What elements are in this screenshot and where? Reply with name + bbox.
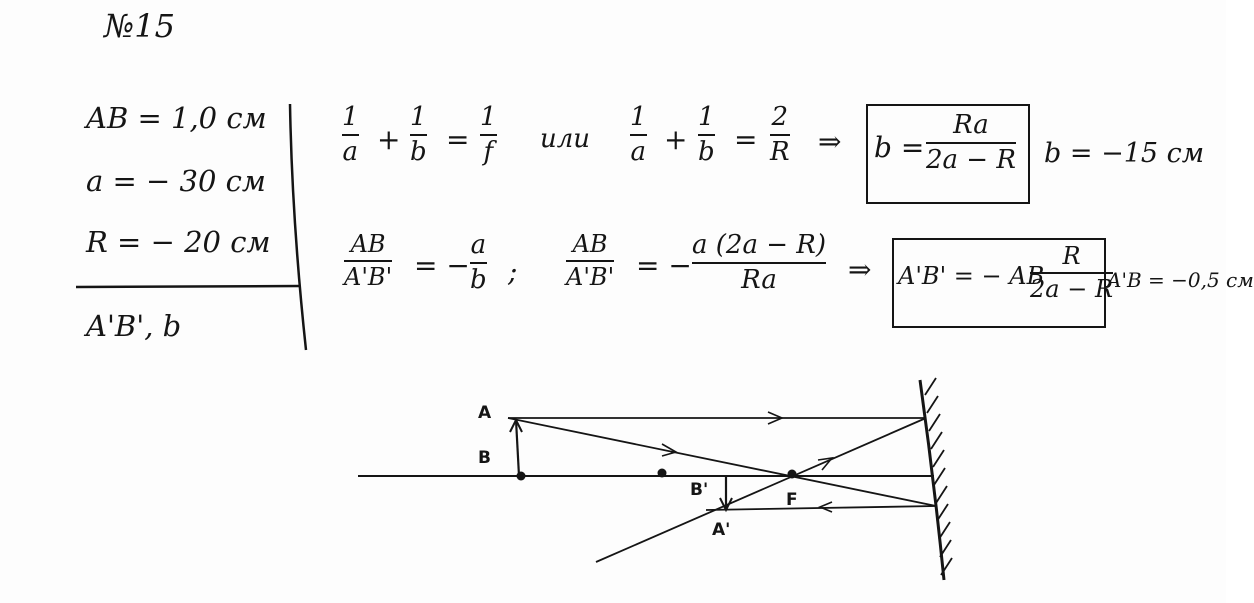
separator: ; (508, 255, 518, 288)
numerator: AB (572, 230, 608, 258)
diagram-and-rules (75, 103, 953, 581)
image-arrowhead (719, 497, 733, 513)
numerator: 2 (771, 102, 789, 132)
fraction-bar (630, 134, 647, 137)
fraction-1-over-a: 1 a (342, 102, 359, 168)
numerator: 1 (410, 102, 427, 132)
plus-sign-2: + (664, 123, 688, 156)
numerator: 1 (630, 102, 647, 132)
numerator: R (1062, 242, 1081, 270)
object-base-point (516, 471, 526, 481)
denominator: 2a − R (926, 145, 1016, 176)
given-a: a = − 30 см (86, 164, 266, 198)
denominator: b (698, 137, 715, 168)
object-arrow (514, 419, 521, 477)
numerator: 1 (342, 102, 359, 132)
denominator: b (470, 265, 487, 296)
or-word: или (540, 124, 591, 154)
mirror-line (918, 379, 946, 581)
ray-direction-arrow (767, 411, 785, 425)
denominator: b (410, 137, 427, 168)
problem-number: №15 (104, 7, 175, 45)
given-ab: AB = 1,0 см (86, 101, 267, 135)
fraction-bar (692, 262, 826, 265)
fraction-a-2a-r-over-ra: a (2a − R) Ra (692, 230, 826, 296)
denominator: a (630, 137, 647, 168)
numerator: a (2a − R) (692, 230, 826, 260)
boxed-b-fraction: Ra 2a − R (926, 110, 1016, 176)
result-b: b = −15 см (1044, 138, 1205, 169)
solution-page: №15 AB = 1,0 см a = − 30 см R = − 20 см … (75, 7, 1254, 581)
fraction-bar (926, 142, 1016, 145)
equals-minus-2: = − (636, 249, 692, 282)
boxed-formula-b (866, 104, 1030, 204)
result-ab: A'B = −0,5 см (1107, 268, 1254, 292)
denominator: Ra (741, 265, 777, 296)
given-r: R = − 20 см (86, 225, 271, 259)
denominator: f (483, 137, 494, 168)
fraction-bar (1030, 272, 1114, 275)
fraction-bar (566, 260, 615, 263)
label-point-b-prime: B' (690, 480, 709, 500)
label-point-a: A (478, 403, 492, 423)
fraction-1-over-b-2: 1 b (698, 102, 715, 168)
numerator: 1 (480, 102, 497, 132)
equals-sign: = (446, 123, 470, 156)
denominator: A'B' (344, 263, 393, 292)
fraction-bar (410, 134, 427, 137)
numerator: Ra (953, 110, 989, 140)
numerator: a (470, 230, 487, 260)
boxed-formula-ab (892, 238, 1106, 328)
implies-arrow-2: ⇒ (848, 253, 872, 286)
numerator: 1 (698, 102, 715, 132)
ray-through-focus-incident (507, 417, 937, 507)
label-point-a-prime: A' (712, 520, 731, 540)
fraction-bar (770, 134, 790, 137)
implies-arrow: ⇒ (818, 125, 842, 158)
plus-sign: + (377, 123, 401, 156)
denominator: 2a − R (1030, 275, 1114, 304)
fraction-bar (470, 262, 487, 265)
denominator: R (770, 137, 790, 168)
equals-minus: = − (414, 249, 470, 282)
boxed-ab-fraction: R 2a − R (1030, 242, 1114, 304)
fraction-ab-over-a-b-2: AB A'B' (566, 230, 615, 292)
ray-direction-arrow (817, 456, 834, 471)
mirror-hatching (924, 377, 953, 576)
ray-reflected-through-focus (595, 417, 927, 563)
find-quantities: A'B', b (86, 309, 182, 343)
ray-direction-arrow (661, 443, 679, 457)
label-focus: F (786, 490, 798, 510)
fraction-1-over-b: 1 b (410, 102, 427, 168)
fraction-a-over-b: a b (470, 230, 487, 296)
fraction-1-over-f: 1 f (480, 102, 497, 168)
numerator: AB (350, 230, 386, 258)
boxed-b-lhs: b = (874, 131, 925, 164)
boxed-ab-lhs: A'B' = − AB (898, 262, 1045, 290)
label-point-b: B (478, 448, 491, 468)
fraction-bar (344, 260, 393, 263)
fraction-1-over-a-2: 1 a (630, 102, 647, 168)
fraction-2-over-r: 2 R (770, 102, 790, 168)
ray-direction-arrow (817, 501, 833, 513)
denominator: a (342, 137, 359, 168)
given-divider-vertical (288, 103, 308, 351)
given-divider-horizontal (75, 284, 301, 289)
fraction-bar (480, 134, 497, 137)
fraction-bar (342, 134, 359, 137)
center-point (657, 468, 667, 478)
equals-sign-2: = (734, 123, 758, 156)
fraction-ab-over-a-b: AB A'B' (344, 230, 393, 292)
fraction-bar (698, 134, 715, 137)
denominator: A'B' (566, 263, 615, 292)
